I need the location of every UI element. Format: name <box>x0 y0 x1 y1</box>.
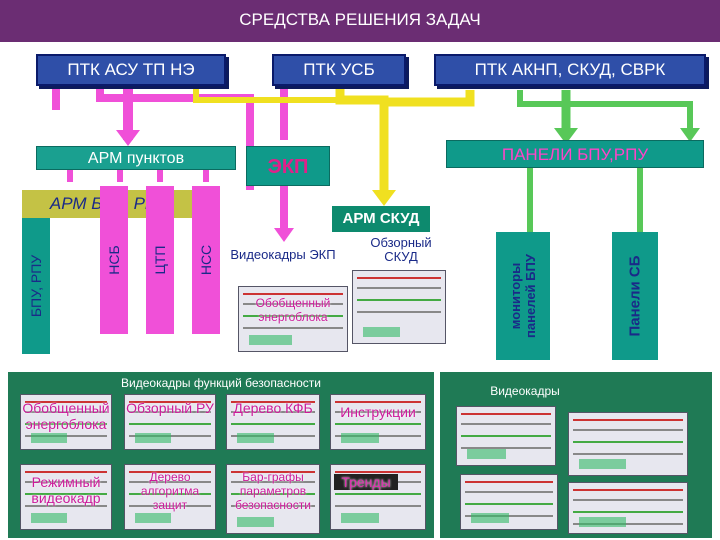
thumb-videokadry-3 <box>460 474 558 530</box>
column-bpu-rpu: БПУ, РПУ <box>22 218 50 354</box>
column-nsb: НСБ <box>100 186 128 334</box>
thumb-obzornyi-ru <box>124 394 216 450</box>
label-rezhimnyi: Режимный видеокадр <box>31 474 101 506</box>
thumb-instrukcii <box>330 394 426 450</box>
box-ptk-aknp-skud-svrk: ПТК АКНП, СКУД, СВРК <box>434 54 706 86</box>
label-videokadry-funkcii: Видеокадры функций безопасности <box>121 376 321 390</box>
box-ptk-asu-tp-ne: ПТК АСУ ТП НЭ <box>36 54 226 86</box>
label-bar-grafy: Бар-графы параметров безопасности <box>235 470 311 512</box>
column-label: НСБ <box>106 245 122 275</box>
arrow-asu-bus <box>96 86 254 190</box>
box-ptk-usb: ПТК УСБ <box>272 54 406 86</box>
page-title: СРЕДСТВА РЕШЕНИЯ ЗАДАЧ <box>0 0 720 42</box>
box-arm-punktov: АРМ пунктов <box>36 146 236 170</box>
column-label: НСС <box>198 244 214 276</box>
thumb-obobshchennyi-ekp <box>238 286 348 352</box>
thumb-videokadry-2 <box>568 412 688 476</box>
column-ctp: ЦТП <box>146 186 174 334</box>
column-paneli-sb: Панели СБ <box>612 232 658 360</box>
thumb-bar-grafy <box>226 464 320 534</box>
label-obzornyi-ru: Обзорный РУ <box>126 400 214 416</box>
thumb-videokadry-1 <box>456 406 556 466</box>
thumb-derevo-algoritma <box>124 464 216 530</box>
column-label: мониторы панелей БПУ <box>508 254 538 338</box>
label-obobshchennyi-ekp: Обобщенный энергоблока <box>255 296 331 324</box>
thumb-obzornyi-skud <box>352 270 446 344</box>
label-obzornyi-skud: Обзорный СКУД <box>370 235 432 264</box>
label-obobshchennyi: Обобщенный энергоблока <box>22 400 110 432</box>
column-label: Панели СБ <box>626 255 644 337</box>
column-label: БПУ, РПУ <box>28 254 44 318</box>
box-arm-skud: АРМ СКУД <box>332 206 430 232</box>
label-instrukcii: Инструкции <box>340 404 416 420</box>
label-videokadry: Видеокадры <box>490 384 560 398</box>
thumb-derevo-kfb <box>226 394 320 450</box>
arrow-usb-to-skud <box>335 86 389 196</box>
label-derevo-kfb: Дерево КФБ <box>233 400 313 416</box>
box-paneli-bpu-rpu: ПАНЕЛИ БПУ,РПУ <box>446 140 704 168</box>
column-nss: НСС <box>192 186 220 334</box>
label-videokadry-ekp: Видеокадры ЭКП <box>230 247 336 262</box>
thumb-videokadry-4 <box>568 482 688 534</box>
thumb-obobshchennyi <box>20 394 112 450</box>
label-derevo-algoritma: Дерево алгоритма защит <box>140 470 200 512</box>
column-label: ЦТП <box>152 245 168 275</box>
column-monitory-panelei-bpu: мониторы панелей БПУ <box>496 232 550 360</box>
label-trendy: Тренды <box>334 474 398 490</box>
box-ekp: ЭКП <box>246 146 330 186</box>
thumb-rezhimnyi <box>20 464 112 530</box>
